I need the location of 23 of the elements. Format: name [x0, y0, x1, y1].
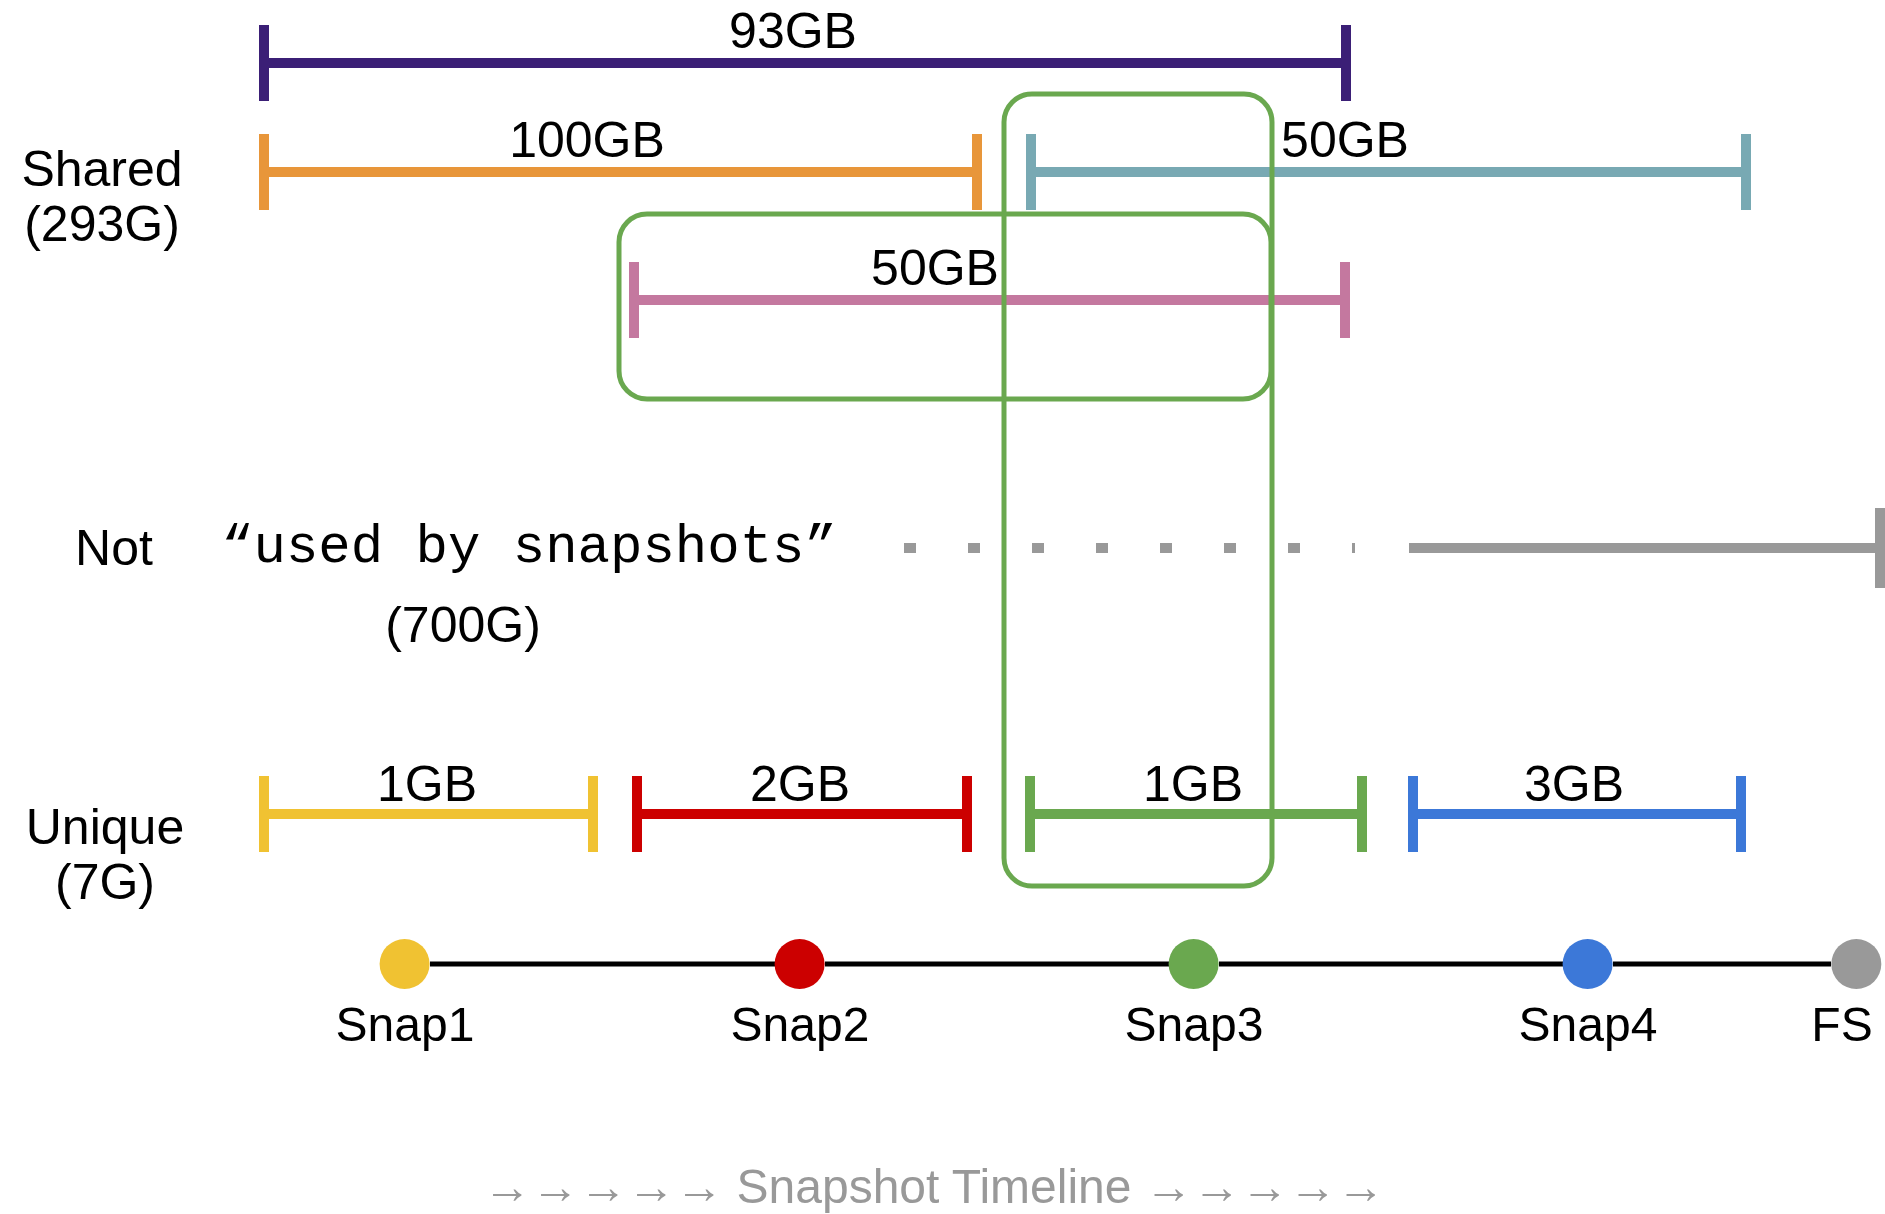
row-heading: Shared (293G) [20, 142, 184, 252]
timeline-line [1613, 961, 1831, 967]
bar-label: 50GB [1281, 112, 1409, 168]
snapshot-label: Snap3 [1124, 999, 1264, 1052]
note-text: “used by snapshots” [221, 518, 837, 578]
bar-label: 1GB [376, 756, 478, 812]
row-heading: Unique (7G) [24, 800, 186, 910]
bar-label: 3GB [1523, 756, 1625, 812]
timeline-line [430, 961, 775, 967]
snapshot-label: Snap2 [730, 999, 870, 1052]
bar-label: 2GB [749, 756, 851, 812]
bar-label: 100GB [509, 112, 665, 168]
note-text: Not [75, 520, 153, 576]
timeline-caption: →→→→→ Snapshot Timeline →→→→→ [483, 1160, 1385, 1214]
snapshot-label: FS [1811, 999, 1873, 1052]
snapshot-label: Snap4 [1518, 999, 1658, 1052]
timeline-line [825, 961, 1169, 967]
timeline-line [1219, 961, 1563, 967]
note-text: (700G) [385, 597, 541, 653]
bar-label: 1GB [1142, 756, 1244, 812]
bar-label: 50GB [871, 240, 999, 296]
snapshot-label: Snap1 [335, 999, 475, 1052]
bar-label: 93GB [729, 3, 857, 59]
